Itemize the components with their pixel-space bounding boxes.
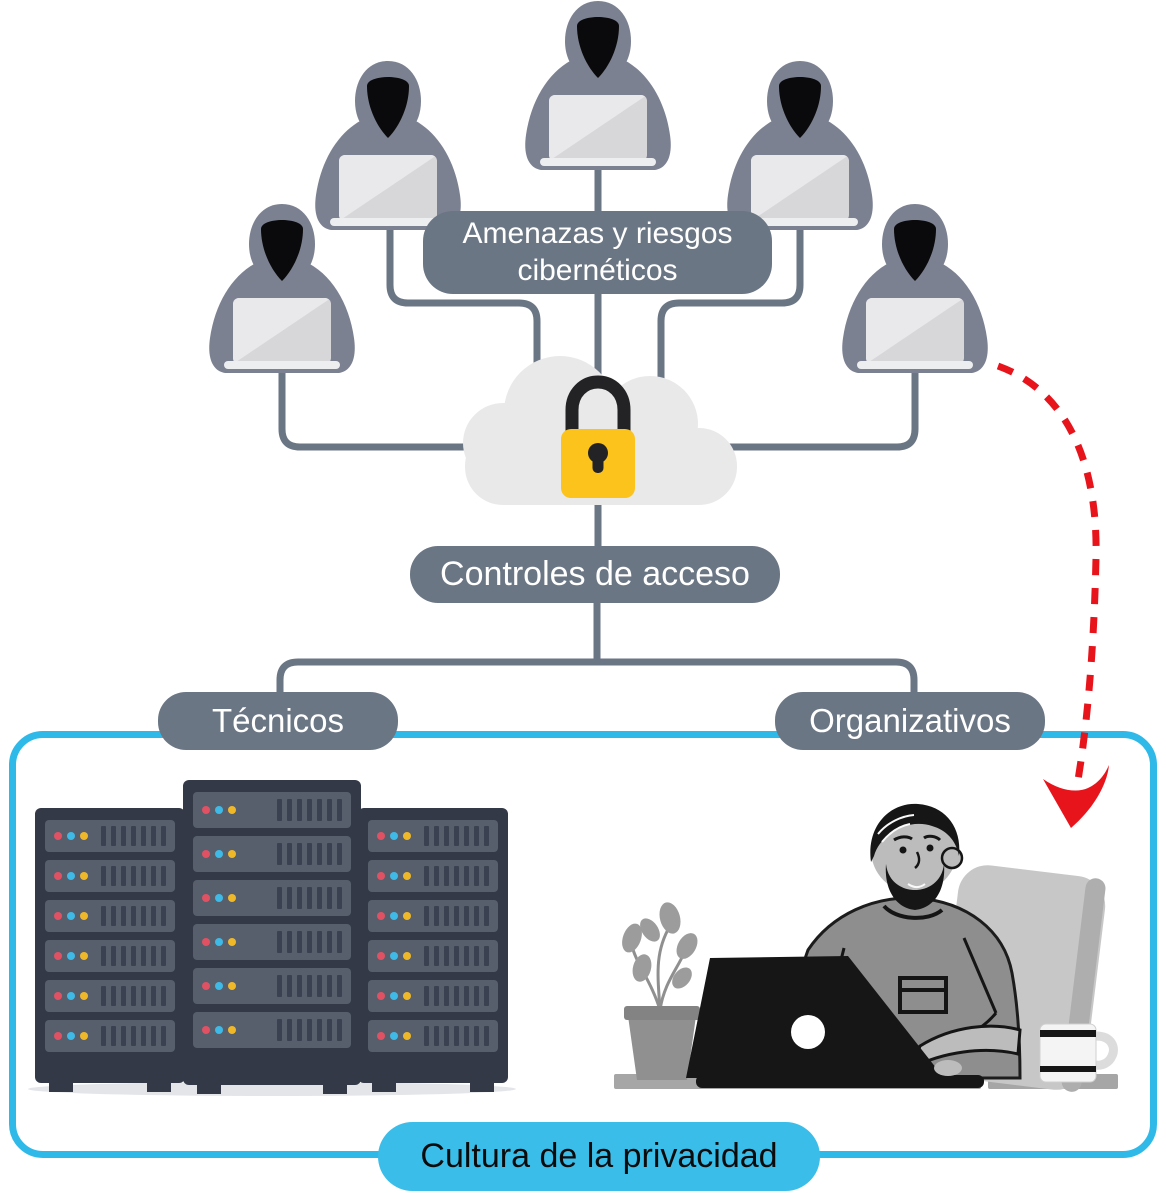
vent-slats [277, 798, 342, 822]
status-led-lights [202, 894, 236, 902]
vent-slats [277, 842, 342, 866]
status-led-lights [54, 992, 88, 1000]
hacker-icon [842, 204, 988, 373]
status-led-lights [202, 982, 236, 990]
access-controls-node: Controles de acceso [410, 546, 780, 603]
vent-slats [101, 986, 166, 1006]
server-unit [45, 820, 175, 852]
vent-slats [277, 1018, 342, 1042]
vent-slats [101, 946, 166, 966]
vent-slats [277, 930, 342, 954]
status-led-lights [54, 952, 88, 960]
server-rack-icon [35, 808, 185, 1092]
server-unit [193, 836, 351, 872]
server-unit [368, 820, 498, 852]
server-unit [368, 900, 498, 932]
mug-icon [1039, 1023, 1118, 1083]
status-led-lights [377, 832, 411, 840]
threats-label-line2: cibernéticos [517, 253, 678, 287]
status-led-lights [377, 872, 411, 880]
server-unit [193, 880, 351, 916]
status-led-lights [377, 992, 411, 1000]
vent-slats [101, 1026, 166, 1046]
server-unit [368, 980, 498, 1012]
status-led-lights [202, 1026, 236, 1034]
server-unit [193, 792, 351, 828]
status-led-lights [377, 952, 411, 960]
hacker-icon [525, 1, 671, 170]
server-unit [193, 968, 351, 1004]
status-led-lights [202, 938, 236, 946]
server-unit [45, 860, 175, 892]
status-led-lights [54, 832, 88, 840]
status-led-lights [202, 806, 236, 814]
hacker-icon [727, 61, 873, 230]
access-controls-label: Controles de acceso [440, 554, 750, 593]
threats-node: Amenazas y riesgos cibernéticos [423, 211, 772, 294]
server-unit [45, 980, 175, 1012]
server-unit [368, 860, 498, 892]
vent-slats [424, 946, 489, 966]
server-unit [368, 940, 498, 972]
connector-far-left [278, 362, 560, 451]
organizational-node: Organizativos [775, 692, 1045, 750]
connector-left-mid [386, 220, 541, 410]
vent-slats [101, 906, 166, 926]
status-led-lights [377, 1032, 411, 1040]
connector-far-right [640, 362, 919, 451]
server-rack-icon [358, 808, 508, 1092]
status-led-lights [54, 872, 88, 880]
vent-slats [424, 866, 489, 886]
laptop-icon [686, 956, 984, 1088]
status-led-lights [377, 912, 411, 920]
connector-right-mid [657, 220, 804, 410]
server-unit [45, 1020, 175, 1052]
hacker-icon [315, 61, 461, 230]
server-rack-icon [183, 780, 361, 1094]
server-unit [45, 900, 175, 932]
plant-icon [622, 902, 700, 1080]
vent-slats [424, 1026, 489, 1046]
vent-slats [277, 974, 342, 998]
server-unit [193, 924, 351, 960]
technical-node: Técnicos [158, 692, 398, 750]
status-led-lights [54, 912, 88, 920]
organizational-label: Organizativos [809, 701, 1011, 739]
person-working-laptop-icon [614, 803, 1118, 1092]
padlock-icon [561, 375, 635, 498]
vent-slats [101, 826, 166, 846]
vent-slats [277, 886, 342, 910]
server-unit [45, 940, 175, 972]
vent-slats [424, 826, 489, 846]
vent-slats [424, 906, 489, 926]
technical-label: Técnicos [211, 701, 345, 739]
vent-slats [424, 986, 489, 1006]
threats-label-line1: Amenazas y riesgos [462, 216, 733, 250]
server-unit [368, 1020, 498, 1052]
privacy-culture-label: Cultura de la privacidad [420, 1136, 778, 1175]
privacy-culture-node: Cultura de la privacidad [378, 1122, 820, 1191]
status-led-lights [202, 850, 236, 858]
connector-branch-bracket [276, 658, 918, 695]
vent-slats [101, 866, 166, 886]
server-unit [193, 1012, 351, 1048]
status-led-lights [54, 1032, 88, 1040]
